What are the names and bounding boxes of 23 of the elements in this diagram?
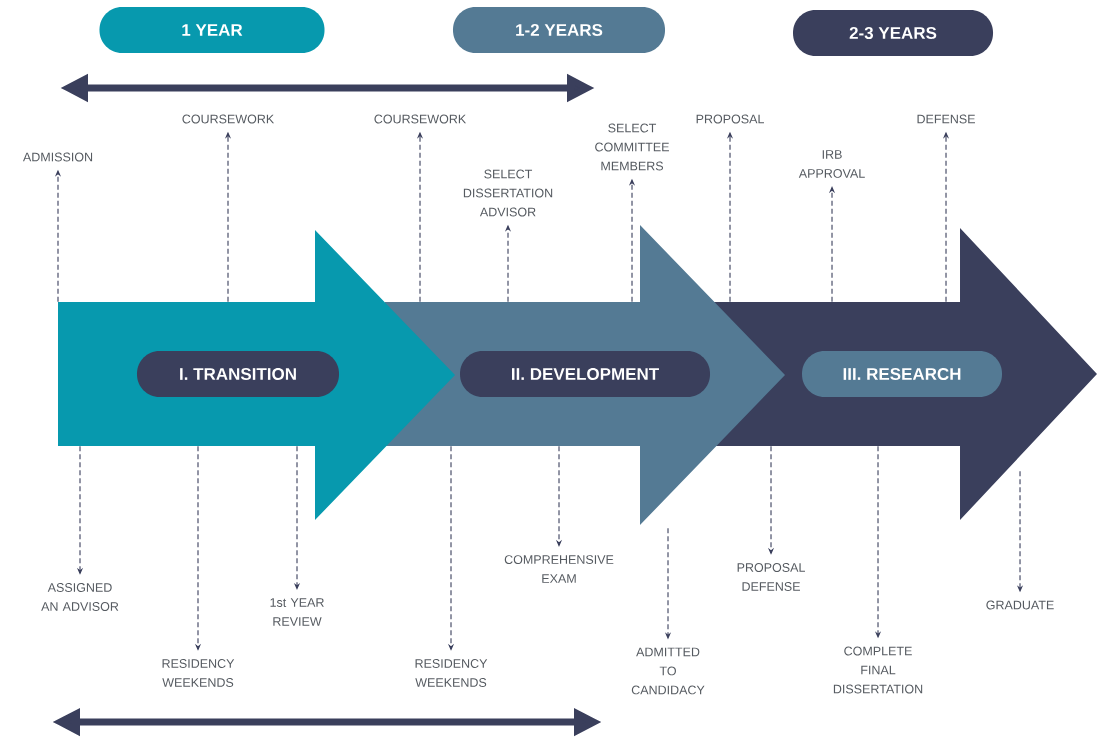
milestone-label: DEFENSE bbox=[917, 114, 975, 124]
milestone-label: ASSIGNED AN ADVISOR bbox=[41, 583, 119, 611]
milestone-label: COURSEWORK bbox=[374, 114, 467, 124]
milestone-label: RESIDENCY WEEKENDS bbox=[162, 659, 235, 687]
milestone-label: SELECT COMMITTEE MEMBERS bbox=[595, 123, 669, 171]
duration-badge: 2-3 YEARS bbox=[793, 10, 993, 56]
milestone-label: ADMISSION bbox=[22, 152, 93, 162]
milestone-label: ADMITTED TO CANDIDACY bbox=[631, 647, 705, 695]
milestone-label: RESIDENCY WEEKENDS bbox=[415, 659, 488, 687]
milestone-label: SELECT DISSERTATION ADVISOR bbox=[463, 169, 553, 217]
milestone-label: PROPOSAL DEFENSE bbox=[737, 563, 805, 591]
phase-label: I. TRANSITION bbox=[137, 351, 339, 397]
milestone-label: GRADUATE bbox=[986, 600, 1054, 610]
duration-badge: 1-2 YEARS bbox=[453, 7, 665, 53]
milestone-label: 1st YEAR REVIEW bbox=[270, 598, 324, 626]
milestone-label: COURSEWORK bbox=[182, 114, 275, 124]
phase-label: II. DEVELOPMENT bbox=[460, 351, 710, 397]
milestone-label: COMPREHENSIVE EXAM bbox=[504, 555, 614, 583]
milestone-label: IRB APPROVAL bbox=[798, 150, 865, 178]
phase-label: III. RESEARCH bbox=[802, 351, 1002, 397]
milestone-label: PROPOSAL bbox=[696, 114, 764, 124]
milestone-label: COMPLETE FINAL DISSERTATION bbox=[833, 646, 923, 694]
duration-badge: 1 YEAR bbox=[99, 7, 325, 53]
